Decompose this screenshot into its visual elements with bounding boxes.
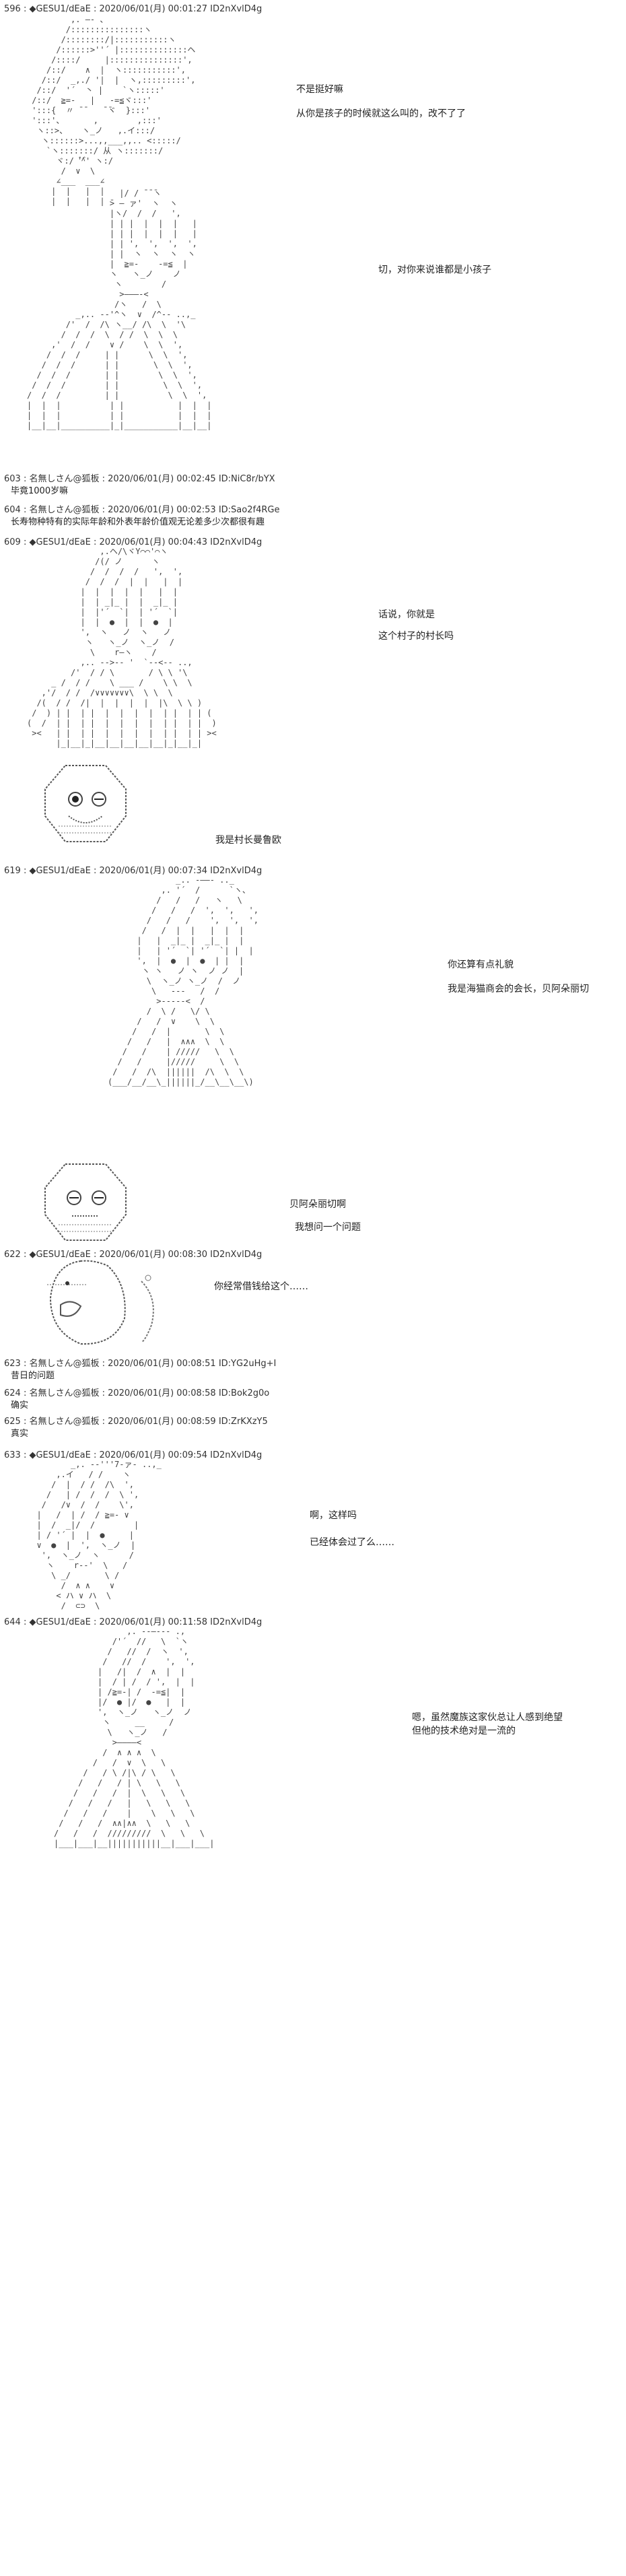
post-header-596: 596 : ◆GESU1/dEaE : 2020/06/01(月) 00:01:… bbox=[4, 4, 263, 14]
post-header-623: 623 : 名無しさん@狐板 : 2020/06/01(月) 00:08:51 … bbox=[4, 1359, 277, 1369]
dialog-line: 啊，这样吗 bbox=[310, 1510, 357, 1521]
dialog-line: 贝阿朵丽切啊 bbox=[289, 1199, 346, 1210]
ascii-art-beatrice-full: ,. --―--- ., /'´ // \ `ヽ / // / ヽ ', / /… bbox=[54, 1627, 215, 1848]
dialog-line: 已经体会过了么…… bbox=[310, 1537, 394, 1548]
dialog-line: 你经常借钱给这个…… bbox=[214, 1281, 308, 1292]
post-header-624: 624 : 名無しさん@狐板 : 2020/06/01(月) 00:08:58 … bbox=[4, 1388, 270, 1398]
post-body-623: 昔日的问题 bbox=[11, 1371, 55, 1381]
post-header-609: 609 : ◆GESU1/dEaE : 2020/06/01(月) 00:04:… bbox=[4, 537, 263, 547]
dialog-line: 我是海猫商会的会长，贝阿朵丽切 bbox=[448, 984, 589, 994]
elder-face-drawing bbox=[44, 765, 127, 842]
dialog-line: 你还算有点礼貌 bbox=[448, 959, 514, 970]
dialog-line: 不是挺好嘛 bbox=[296, 84, 343, 95]
ascii-art-girl-with-staff: |/ / ̄ ̄ ̄ヽ ̄> ― ァ' ヽ ヽ |ヽ/ / / ', | | |… bbox=[27, 189, 212, 430]
ascii-art-elder: ,. ―- 、 /:::::::::::::::ヽ /::::::::/|:::… bbox=[32, 15, 196, 206]
ascii-art-beatrice-head: _,. -‐'''7‐ァ‐ ..,_ ,.イ / / ヽ / | / / /\ … bbox=[36, 1460, 162, 1611]
post-body-604: 长寿物种特有的实际年龄和外表年龄价值观无论差多少次都很有趣 bbox=[11, 517, 265, 527]
post-header-604: 604 : 名無しさん@狐板 : 2020/06/01(月) 00:02:53 … bbox=[4, 505, 280, 515]
dialog-line: 我是村长曼鲁欧 bbox=[215, 835, 281, 846]
dialog-line: 话说，你就是 bbox=[378, 609, 435, 620]
dialog-line: 嗯，虽然魔族这家伙总让人感到绝望 bbox=[412, 1712, 563, 1723]
dialog-line: 这个村子的村长吗 bbox=[378, 631, 454, 642]
post-header-619: 619 : ◆GESU1/dEaE : 2020/06/01(月) 00:07:… bbox=[4, 866, 263, 876]
dialog-line: 从你是孩子的时候就这么叫的，改不了了 bbox=[296, 108, 466, 119]
dialog-line: 我想问一个问题 bbox=[295, 1222, 361, 1233]
post-body-625: 真实 bbox=[11, 1429, 29, 1439]
post-header-603: 603 : 名無しさん@狐板 : 2020/06/01(月) 00:02:45 … bbox=[4, 474, 275, 484]
post-header-644: 644 : ◆GESU1/dEaE : 2020/06/01(月) 00:11:… bbox=[4, 1617, 263, 1627]
elder-side-face-drawing bbox=[47, 1260, 154, 1345]
post-header-622: 622 : ◆GESU1/dEaE : 2020/06/01(月) 00:08:… bbox=[4, 1250, 263, 1260]
elder-face-drawing bbox=[44, 1163, 127, 1241]
ascii-art-girl-bust: ,.ヘ/\ヾY⌒⌒'⌒ヽ /(/ ノ ヽ / / / / ', ', / / /… bbox=[27, 547, 217, 748]
ascii-art-beatrice: _.. -――- .._ ,. '´ / `ヽ、 / / / ヽ \ / / /… bbox=[108, 875, 258, 1087]
dialog-line: 但他的技术绝对是一流的 bbox=[412, 1726, 516, 1736]
post-header-625: 625 : 名無しさん@狐板 : 2020/06/01(月) 00:08:59 … bbox=[4, 1417, 268, 1427]
dialog-line: 切，对你来说谁都是小孩子 bbox=[378, 265, 491, 275]
post-body-603: 毕竟1000岁嘛 bbox=[11, 486, 69, 496]
post-body-624: 确实 bbox=[11, 1400, 29, 1411]
post-header-633: 633 : ◆GESU1/dEaE : 2020/06/01(月) 00:09:… bbox=[4, 1450, 263, 1460]
